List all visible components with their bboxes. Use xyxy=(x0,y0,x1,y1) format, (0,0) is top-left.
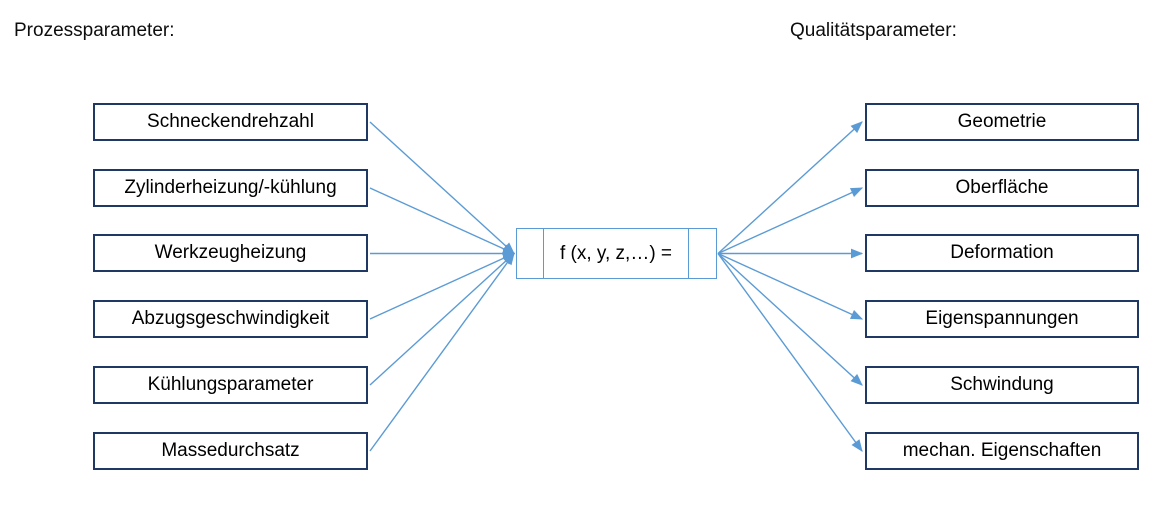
function-box-label: f (x, y, z,…) = xyxy=(559,242,673,264)
quality-box-geometrie: Geometrie xyxy=(865,103,1139,141)
arrow-out-schwindung xyxy=(717,252,863,386)
arrow-in-kuehlungsparameter xyxy=(369,252,515,386)
quality-box-oberflaeche: Oberfläche xyxy=(865,169,1139,207)
quality-box-schwindung: Schwindung xyxy=(865,366,1139,404)
process-box-abzugsgeschwindigkeit: Abzugsgeschwindigkeit xyxy=(93,300,368,338)
arrow-out-geometrie xyxy=(717,121,863,255)
function-box-left-cell xyxy=(517,229,544,278)
function-box-right-cell xyxy=(688,229,716,278)
process-parameters-heading: Prozessparameter: xyxy=(14,20,175,41)
arrow-out-mechan-eigenschaften xyxy=(717,253,863,452)
arrow-in-zylinderheizung xyxy=(369,187,516,255)
process-box-kuehlungsparameter: Kühlungsparameter xyxy=(93,366,368,404)
arrow-in-massedurchsatz xyxy=(369,252,515,452)
quality-box-deformation: Deformation xyxy=(865,234,1139,272)
arrow-in-abzugsgeschwindigkeit xyxy=(369,252,516,320)
process-box-schneckendrehzahl: Schneckendrehzahl xyxy=(93,103,368,141)
process-box-zylinderheizung-kuehlung: Zylinderheizung/-kühlung xyxy=(93,169,368,207)
quality-box-eigenspannungen: Eigenspannungen xyxy=(865,300,1139,338)
arrow-in-schneckendrehzahl xyxy=(369,121,515,255)
arrow-out-eigenspannungen xyxy=(717,252,864,320)
process-box-werkzeugheizung: Werkzeugheizung xyxy=(93,234,368,272)
quality-parameters-heading: Qualitätsparameter: xyxy=(790,20,957,41)
arrow-out-oberflaeche xyxy=(717,187,864,255)
function-box: f (x, y, z,…) = xyxy=(516,228,717,279)
quality-box-mechan-eigenschaften: mechan. Eigenschaften xyxy=(865,432,1139,470)
process-box-massedurchsatz: Massedurchsatz xyxy=(93,432,368,470)
